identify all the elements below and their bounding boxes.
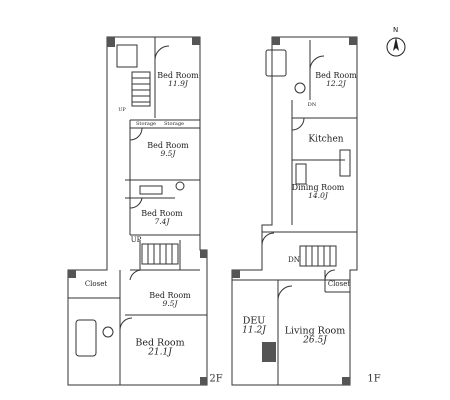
floor2-closet: Closet: [84, 280, 108, 288]
room-area: 9.5J: [162, 299, 178, 309]
floor1-dn-label-stair: DN: [288, 256, 300, 264]
floor1-bed-room: Bed Room 12.2J: [315, 70, 357, 89]
floor1-closet: Closet: [327, 280, 351, 288]
floor2-bed-room-1: Bed Room 11.9J: [157, 70, 199, 89]
compass-icon: N: [383, 26, 409, 58]
compass-north-label: N: [393, 26, 399, 34]
room-name: Bed Room: [157, 70, 199, 80]
floor2-outline: [67, 36, 208, 386]
floor2-bed-room-3: Bed Room 7.4J: [141, 208, 183, 227]
room-name: Bed Room: [149, 290, 191, 300]
floor1-dn-label-top: DN: [307, 102, 317, 108]
room-area: 12.2J: [326, 79, 346, 89]
room-name: Dining Room: [291, 182, 345, 192]
room-area: 26.5J: [303, 335, 327, 346]
floor1-outline: [231, 36, 358, 386]
room-name: Bed Room: [147, 140, 189, 150]
room-name: Bed Room: [141, 208, 183, 218]
room-name: Bed Room: [135, 337, 185, 349]
floor1-dining-room: Dining Room 14.0J: [291, 182, 345, 201]
floor2-bed-room-4: Bed Room 9.5J: [149, 290, 191, 309]
room-name: DEU: [242, 315, 266, 327]
floor2-bed-room-2: Bed Room 9.5J: [147, 140, 189, 159]
room-area: 14.0J: [308, 191, 328, 201]
floor1-living-room: Living Room 26.5J: [285, 326, 346, 345]
floor1-label: 1F: [367, 373, 381, 385]
room-area: 9.5J: [160, 149, 176, 159]
floor2-storage-left: Storage: [136, 121, 156, 127]
floor1-den: DEU 11.2J: [242, 316, 266, 335]
room-area: 21.1J: [148, 347, 172, 358]
room-name: Kitchen: [308, 134, 344, 145]
floor2-storage-right: Storage: [164, 121, 184, 127]
floor2-up-label-top: UP: [118, 107, 126, 113]
floor1-kitchen: Kitchen: [308, 134, 344, 145]
room-area: 11.2J: [242, 325, 266, 336]
room-area: 11.9J: [168, 79, 188, 89]
floor2-label: 2F: [209, 373, 223, 385]
room-name: Living Room: [284, 325, 346, 337]
room-area: 7.4J: [154, 217, 170, 227]
floor2-up-label-stair: UP: [130, 236, 142, 244]
room-name: Bed Room: [315, 70, 357, 80]
floor2-bed-room-5: Bed Room 21.1J: [135, 338, 184, 357]
